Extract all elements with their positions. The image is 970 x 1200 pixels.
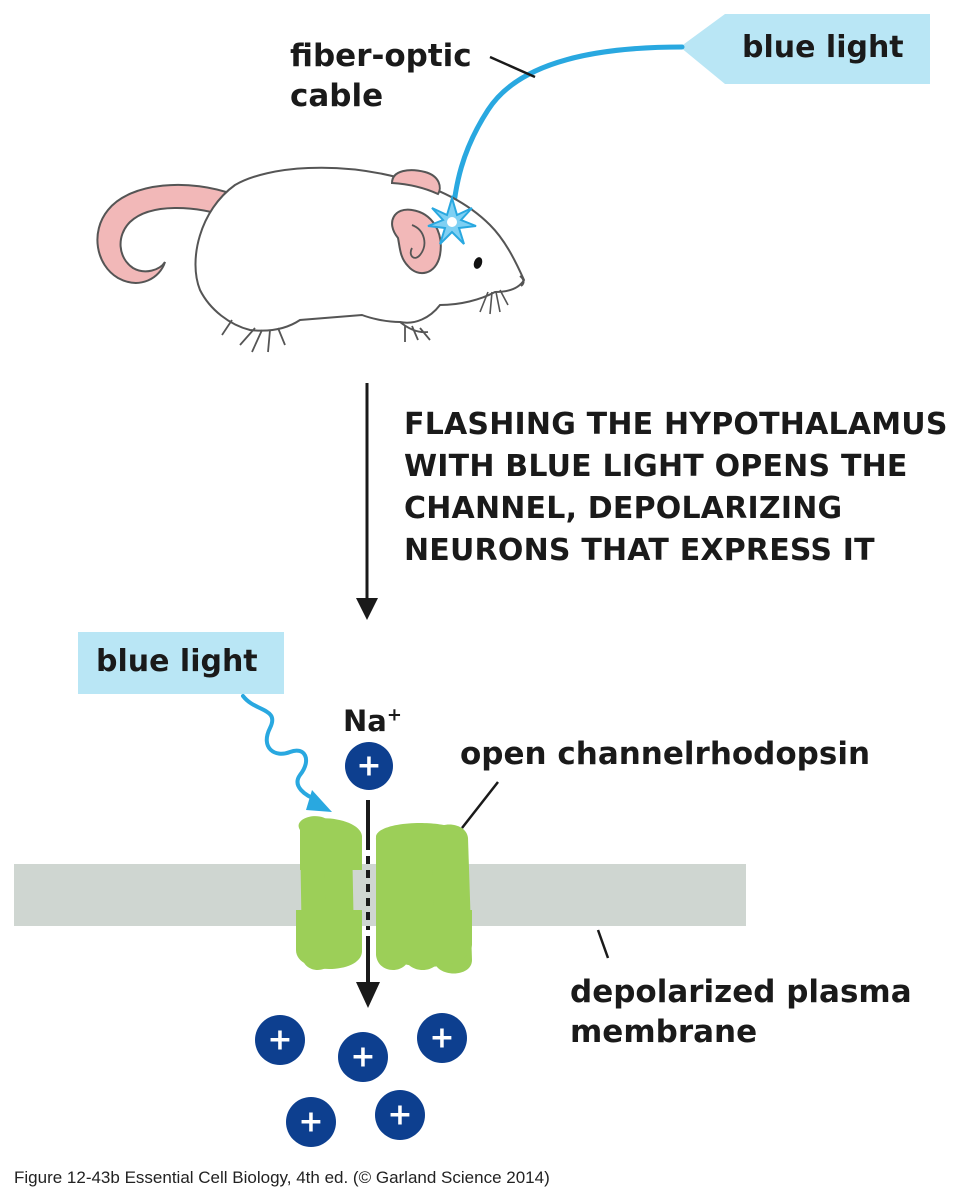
caption-line-1: FLASHING THE HYPOTHALAMUS [404,407,948,442]
mouse-illustration [96,166,526,353]
sodium-symbol: Na [343,704,387,738]
fiber-optic-leader [489,55,536,79]
ion-plus: + [298,1105,323,1140]
membrane-leader [596,929,610,959]
mouse-whiskers [479,289,509,315]
sodium-charge: + [386,704,402,726]
membrane-label-line1: depolarized plasma [570,974,912,1010]
mouse-ear-back [390,169,441,196]
fiber-optic-label: fiber-optic cable [290,36,472,116]
membrane-label-line2: membrane [570,1014,758,1050]
light-flash-star [427,194,477,245]
blue-light-top-box [680,14,930,84]
sodium-ions [255,742,467,1147]
membrane-label: depolarized plasma membrane [570,972,912,1052]
mouse-tail [96,183,237,284]
ion-bottom-1 [255,1015,305,1065]
channel-label: open channelrhodopsin [460,736,871,772]
ion-bottom-4 [286,1097,336,1147]
caption-line-2: WITH BLUE LIGHT OPENS THE [404,449,908,484]
mouse-body [194,166,526,332]
mouse-front-paw [399,321,431,342]
ion-plus: + [387,1098,412,1133]
channelrhodopsin [296,816,472,974]
channel-leader [461,781,499,829]
mouse-eye [473,257,483,269]
mouse-back-paw [221,319,286,353]
ion-plus: + [429,1021,454,1056]
ion-bottom-5 [375,1090,425,1140]
ion-plus: + [267,1023,292,1058]
figure-citation: Figure 12-43b Essential Cell Biology, 4t… [14,1168,550,1187]
blue-light-top-label: blue light [742,30,904,65]
wavy-light-arrow [241,694,320,802]
fiber-optic-label-line1: fiber-optic [290,38,472,74]
fiber-optic-label-line2: cable [290,78,384,114]
ion-plus: + [356,749,381,784]
ion-bottom-2 [338,1032,388,1082]
blue-light-bottom-box [78,632,284,694]
ion-bottom-3 [417,1013,467,1063]
process-caption: FLASHING THE HYPOTHALAMUS WITH BLUE LIGH… [404,404,948,572]
ion-top [345,742,393,790]
sodium-ion-label: Na+ [343,704,402,738]
fiber-optic-cable [449,44,685,225]
ion-plus: + [350,1040,375,1075]
caption-line-3: CHANNEL, DEPOLARIZING [404,491,843,526]
blue-light-bottom-label: blue light [96,644,258,679]
caption-line-4: NEURONS THAT EXPRESS IT [404,533,875,568]
